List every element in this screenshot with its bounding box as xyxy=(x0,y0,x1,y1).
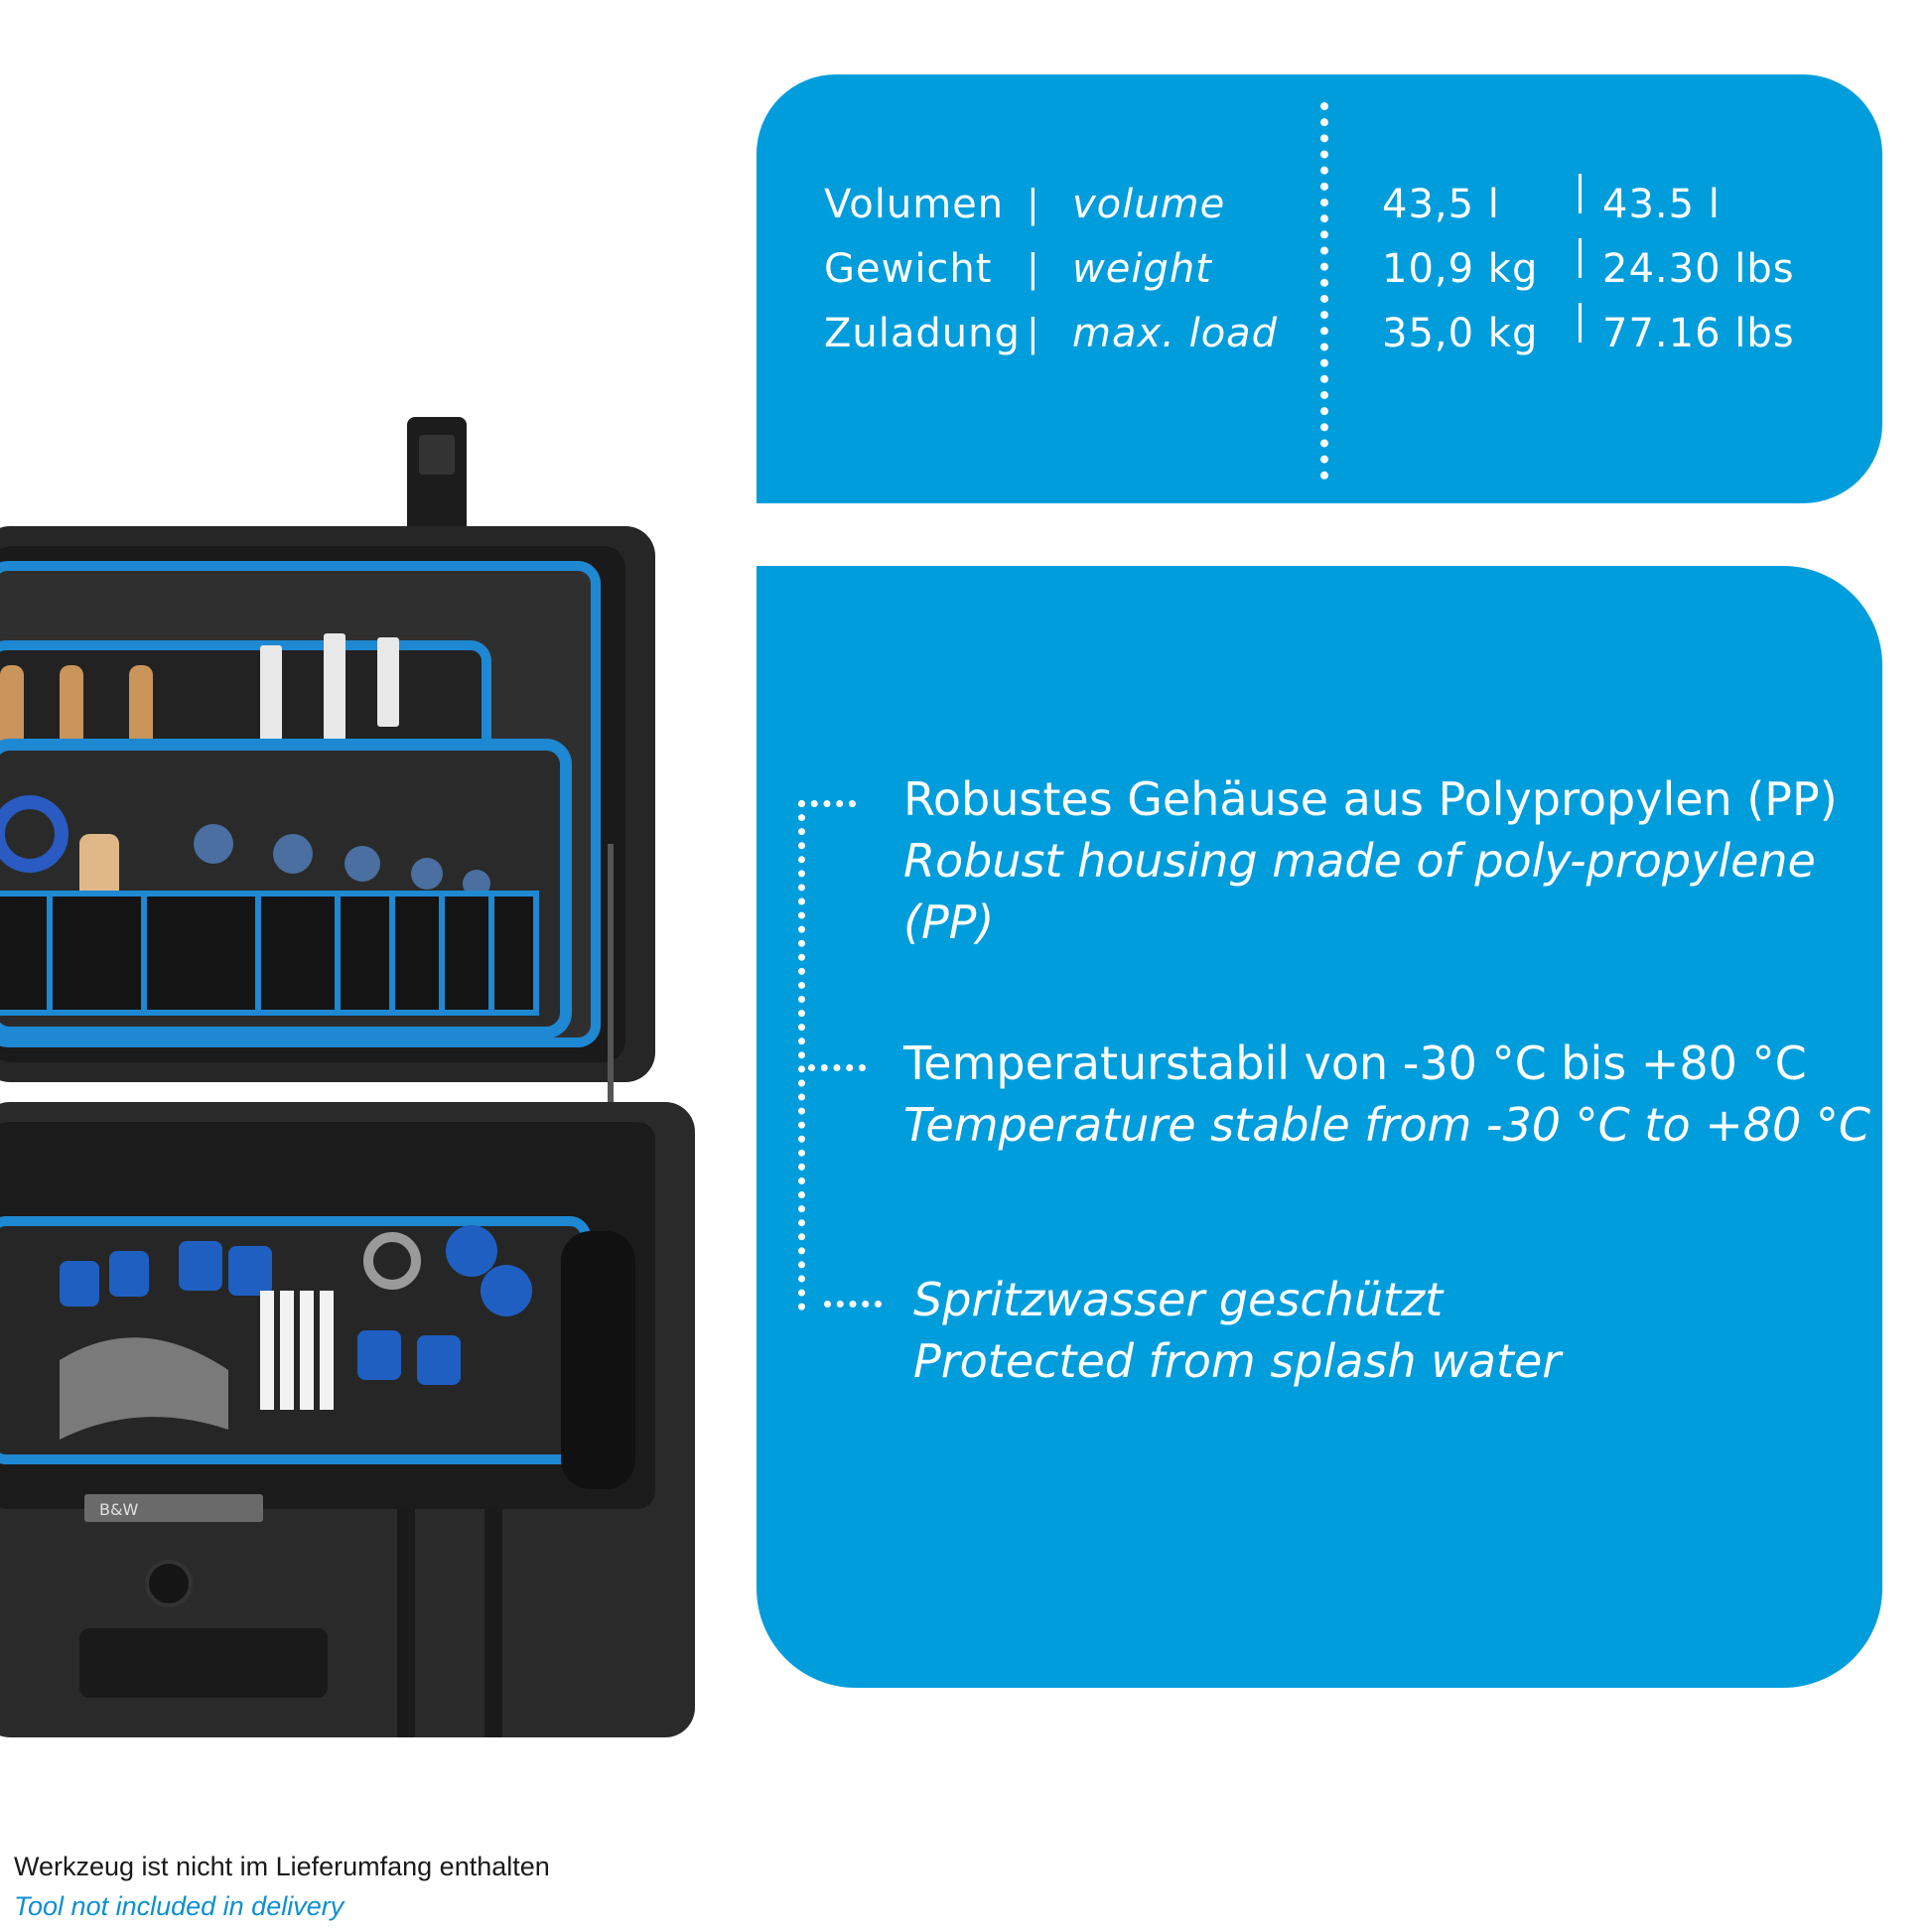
spec-row-weight: Gewicht | weight 10,9 kg 24.30 lbs xyxy=(757,238,1882,306)
spec-value-metric: 10,9 kg xyxy=(1382,246,1539,292)
spec-label-en: max. load xyxy=(1072,311,1279,356)
spec-separator: | xyxy=(1027,182,1040,225)
spec-value-separator xyxy=(1579,238,1582,278)
feature-text-de: Robustes Gehäuse aus Polypropylen (PP) xyxy=(903,772,1838,826)
spec-label-de: Gewicht xyxy=(824,246,993,292)
spec-row-volume: Volumen | volume 43,5 l 43.5 l xyxy=(757,174,1882,241)
feature-text-en: Robust housing made of poly-propylene xyxy=(903,834,1816,888)
spec-value-separator xyxy=(1579,303,1582,343)
tool-case-photo: B&W xyxy=(0,417,695,1737)
delivery-note-en: Tool not included in delivery xyxy=(14,1891,345,1921)
feature-item-temperature: Temperaturstabil von -30 °C bis +80 °C T… xyxy=(903,1033,1870,1156)
delivery-note: Werkzeug ist nicht im Lieferumfang entha… xyxy=(14,1847,550,1926)
feature-text-de: Temperaturstabil von -30 °C bis +80 °C xyxy=(903,1036,1807,1090)
feature-text-de: Spritzwasser geschützt xyxy=(913,1273,1444,1326)
spec-value-imperial: 24.30 lbs xyxy=(1602,246,1795,292)
spec-value-imperial: 43.5 l xyxy=(1602,182,1721,227)
spec-value-metric: 43,5 l xyxy=(1382,182,1500,227)
feature-item-splash-water: Spritzwasser geschützt Protected from sp… xyxy=(913,1269,1561,1392)
spec-dotted-divider xyxy=(1320,102,1328,480)
delivery-note-de: Werkzeug ist nicht im Lieferumfang entha… xyxy=(14,1852,550,1881)
spec-row-max-load: Zuladung | max. load 35,0 kg 77.16 lbs xyxy=(757,303,1882,370)
spec-value-metric: 35,0 kg xyxy=(1382,311,1539,356)
feature-text-en: Protected from splash water xyxy=(913,1334,1562,1388)
spec-separator: | xyxy=(1027,311,1040,354)
spec-label-de: Volumen xyxy=(824,182,1005,227)
feature-connector xyxy=(808,1064,866,1071)
specs-panel: Volumen | volume 43,5 l 43.5 l Gewicht |… xyxy=(757,74,1882,503)
spec-label-de: Zuladung xyxy=(824,311,1021,356)
spec-value-separator xyxy=(1579,174,1582,213)
spec-separator: | xyxy=(1027,246,1040,290)
feature-item-housing: Robustes Gehäuse aus Polypropylen (PP) R… xyxy=(903,768,1838,953)
spec-label-en: volume xyxy=(1072,182,1226,227)
feature-text-en-cont: (PP) xyxy=(903,896,995,949)
spec-value-imperial: 77.16 lbs xyxy=(1602,311,1795,356)
features-panel: Robustes Gehäuse aus Polypropylen (PP) R… xyxy=(757,566,1882,1688)
feature-text-en: Temperature stable from -30 °C to +80 °C xyxy=(903,1098,1871,1152)
case-label-plate xyxy=(84,1494,263,1522)
features-dotted-line xyxy=(798,800,805,1311)
case-brand-text: B&W xyxy=(99,1500,138,1519)
spec-label-en: weight xyxy=(1072,246,1212,292)
feature-connector xyxy=(824,1301,882,1308)
feature-connector xyxy=(798,800,856,807)
